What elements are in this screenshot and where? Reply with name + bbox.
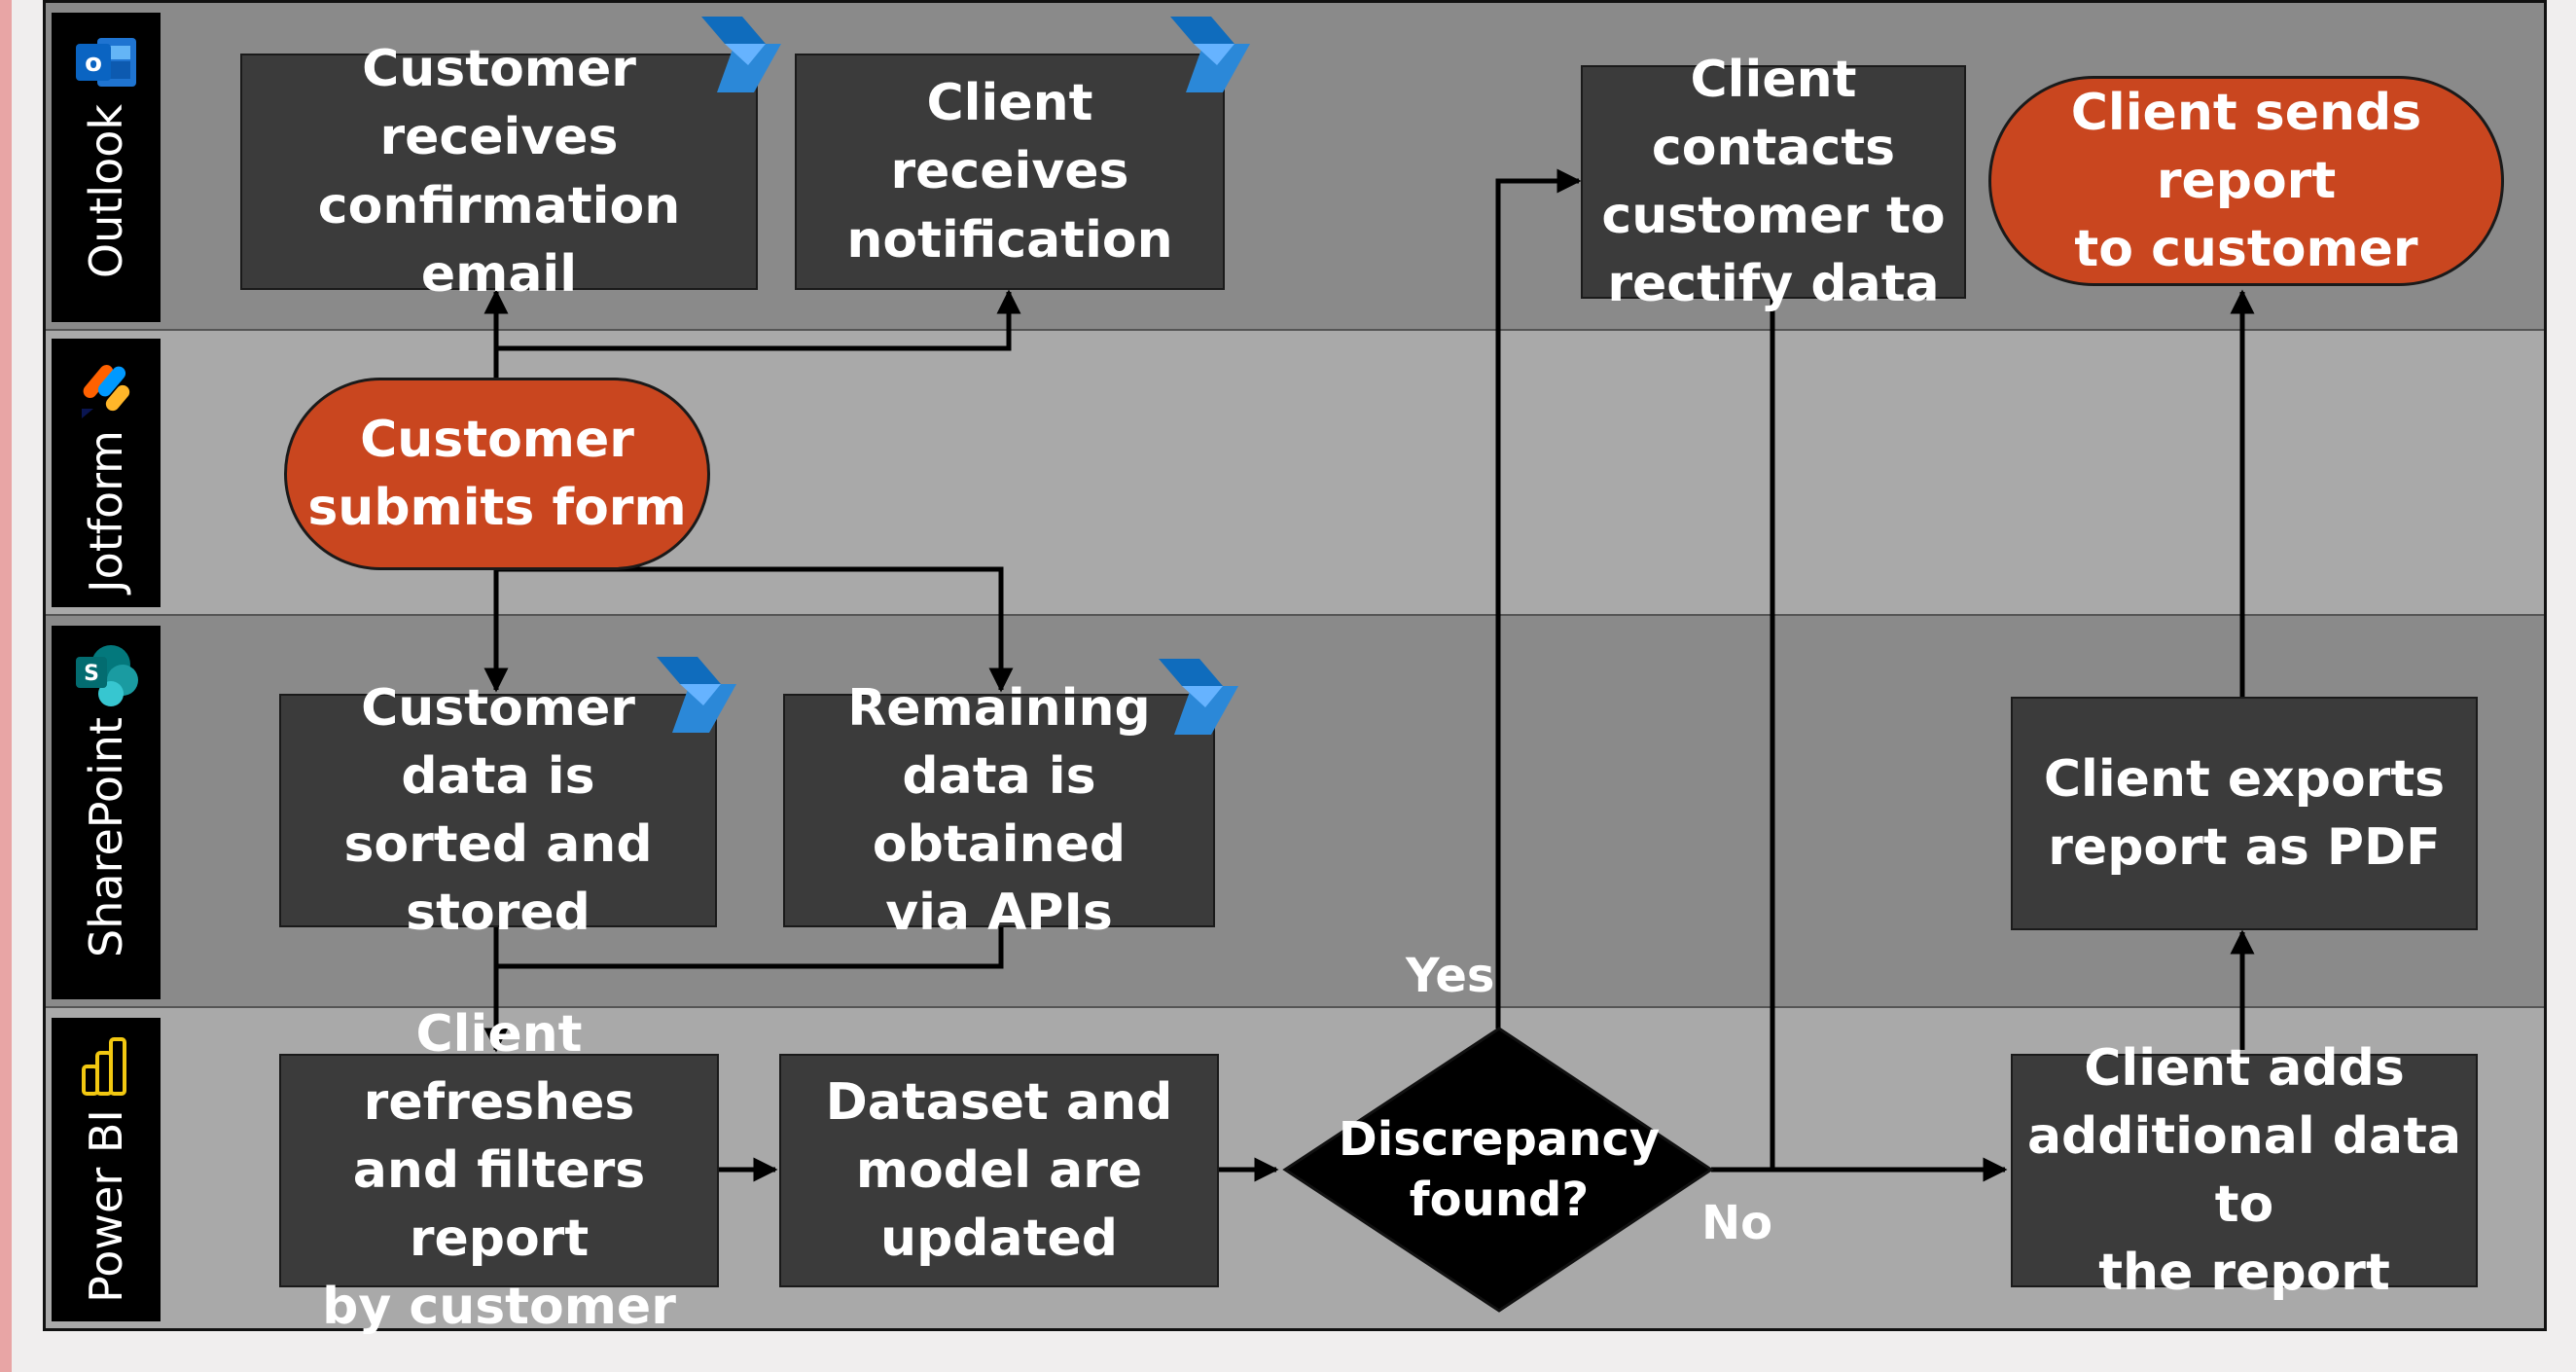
power-automate-icon bbox=[701, 17, 781, 92]
powerbi-icon bbox=[82, 1037, 126, 1096]
connector-lines bbox=[483, 168, 2255, 1313]
branch-yes-label: Yes bbox=[1406, 949, 1495, 1003]
terminal-customer-submits: Customer submits form bbox=[284, 378, 710, 570]
power-automate-icon bbox=[657, 657, 736, 733]
power-automate-icon bbox=[1159, 659, 1238, 735]
svg-text:S: S bbox=[84, 662, 99, 686]
lane-sharepoint: S SharePoint bbox=[46, 616, 2544, 1008]
decision-diamond bbox=[1282, 1027, 1714, 1313]
lane-header-outlook: o Outlook bbox=[52, 13, 161, 322]
terminal-client-sends: Client sends report to customer bbox=[1988, 76, 2504, 286]
decision-label: Discrepancy found? bbox=[1338, 1111, 1661, 1227]
process-confirmation-email: Customer receives confirmation email bbox=[240, 40, 758, 304]
process-data-sorted: Customer data is sorted and stored bbox=[279, 679, 717, 942]
edge-strip bbox=[0, 0, 12, 1372]
process-client-contacts: Client contacts customer to rectify data bbox=[1581, 51, 1966, 313]
lane-header-powerbi: Power BI bbox=[52, 1018, 161, 1321]
power-automate-icon bbox=[1170, 17, 1250, 92]
outlook-icon: o bbox=[76, 38, 136, 87]
process-client-notification: Client receives notification bbox=[795, 54, 1225, 290]
arrow-submit-to-remaining bbox=[496, 566, 1014, 693]
arrow-yes-to-contacts bbox=[1495, 168, 1582, 1029]
swimlane-diagram: o Outlook Jotform S SharePoint bbox=[43, 0, 2547, 1336]
sharepoint-icon: S bbox=[76, 645, 138, 706]
lane-header-sharepoint: S SharePoint bbox=[52, 626, 161, 999]
process-client-exports: Client exports report as PDF bbox=[2011, 697, 2478, 930]
arrow-remaining-join bbox=[496, 925, 1004, 969]
process-remaining-data: Remaining data is obtained via APIs bbox=[783, 679, 1215, 942]
process-dataset-updated: Dataset and model are updated bbox=[779, 1054, 1219, 1287]
svg-text:o: o bbox=[85, 49, 102, 78]
lane-header-jotform: Jotform bbox=[52, 339, 161, 607]
process-client-adds: Client adds additional data to the repor… bbox=[2011, 1039, 2478, 1302]
jotform-icon bbox=[82, 365, 130, 418]
arrow-submit-to-notification bbox=[496, 289, 1021, 351]
branch-no-label: No bbox=[1701, 1196, 1773, 1250]
process-client-refreshes: Client refreshes and filters report by c… bbox=[279, 1005, 719, 1336]
